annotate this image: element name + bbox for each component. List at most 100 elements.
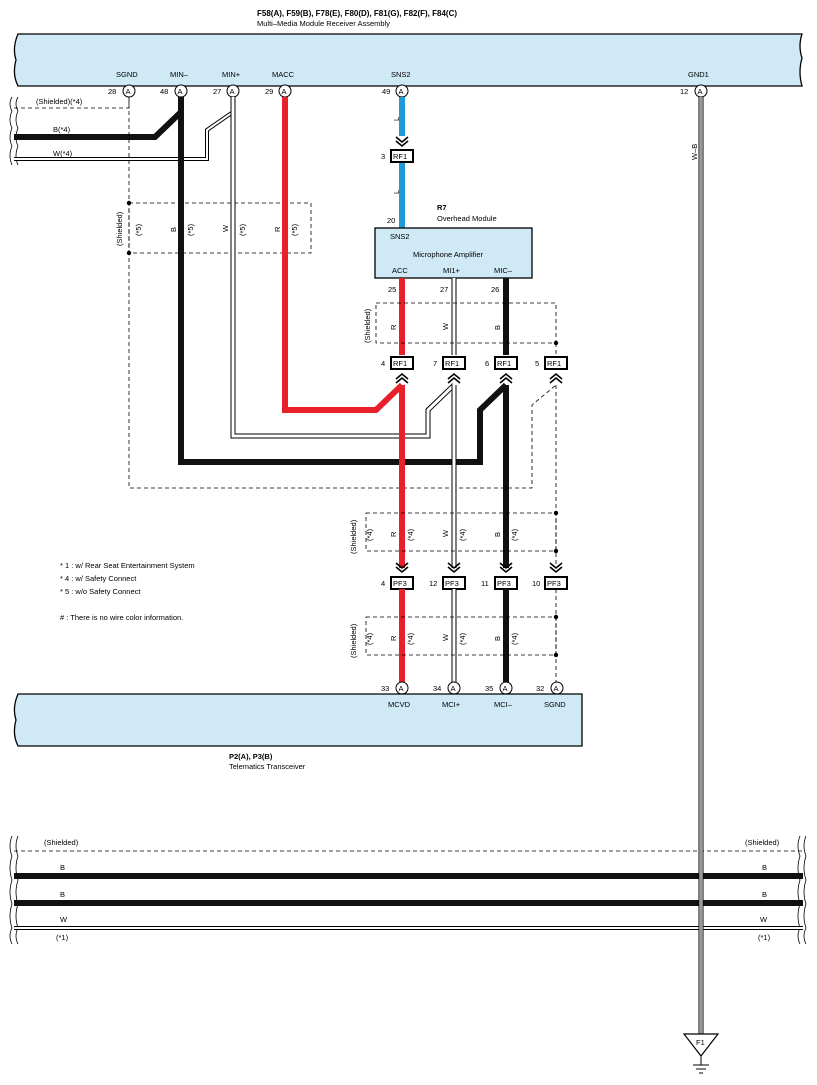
pin-num-12: 12 xyxy=(680,87,688,96)
pf3-label-11: PF3 xyxy=(497,579,511,588)
label-r-m: R xyxy=(389,531,398,537)
star4-l3: (*4) xyxy=(510,632,519,645)
bottom-star1-right: (*1) xyxy=(758,933,771,942)
svg-text:A: A xyxy=(126,87,131,96)
rf1-num-7: 7 xyxy=(433,359,437,368)
tel-label-mcvd: MCVD xyxy=(388,700,411,709)
svg-text:A: A xyxy=(282,87,287,96)
tel-label-mciplus: MCI+ xyxy=(442,700,461,709)
mic-amp-label: Microphone Amplifier xyxy=(413,250,484,259)
pin-num-27: 27 xyxy=(213,87,221,96)
label-l-2: L xyxy=(392,190,401,194)
tel-name: Telematics Transceiver xyxy=(229,762,306,771)
pin-label-gnd1: GND1 xyxy=(688,70,709,79)
ground-label: F1 xyxy=(696,1038,705,1047)
bottom-b1-right: B xyxy=(762,863,767,872)
wire-label-b4: B(*4) xyxy=(53,125,71,134)
note-hash: # : There is no wire color information. xyxy=(60,613,183,622)
receiver-box xyxy=(13,33,803,87)
shield-label-low: (Shielded) xyxy=(349,623,358,658)
pf3-num-4: 4 xyxy=(381,579,385,588)
rf1-label-3: RF1 xyxy=(393,152,407,161)
star5-2: (*5) xyxy=(186,223,195,236)
label-b-m: B xyxy=(493,532,502,537)
telematics-pins: 33 34 35 32 A A A A xyxy=(381,681,564,695)
bottom-b2-right: B xyxy=(762,890,767,899)
overhead-pin-27: 27 xyxy=(440,285,448,294)
label-w-oh: W xyxy=(441,322,450,330)
pin-label-sns2: SNS2 xyxy=(391,70,411,79)
bottom-w-left: W xyxy=(60,915,68,924)
pin-label-min-plus: MIN+ xyxy=(222,70,241,79)
wire-label-w4: W(*4) xyxy=(53,149,73,158)
shield-low: (Shielded) (*4) R (*4) W (*4) B (*4) xyxy=(349,614,559,658)
rf1-label-6: RF1 xyxy=(497,359,511,368)
rf1-num-4: 4 xyxy=(381,359,385,368)
rf1-row: RF1 RF1 RF1 RF1 4 7 6 5 xyxy=(381,356,568,384)
bottom-b2-left: B xyxy=(60,890,65,899)
pin-label-sgnd: SGND xyxy=(116,70,138,79)
wire-label-shielded-4: (Shielded)(*4) xyxy=(36,97,83,106)
star4-m1: (*4) xyxy=(406,528,415,541)
shield-label-left: (Shielded) xyxy=(115,211,124,246)
label-r-l: R xyxy=(389,635,398,641)
star4-m2: (*4) xyxy=(458,528,467,541)
pin-circle-49: A xyxy=(395,84,409,98)
label-w-left: W xyxy=(221,224,230,232)
pf3-label-4: PF3 xyxy=(393,579,407,588)
pf3-num-11: 11 xyxy=(481,579,489,588)
pin-num-28: 28 xyxy=(108,87,116,96)
label-l-1: L xyxy=(392,117,401,121)
rf1-num-5: 5 xyxy=(535,359,539,368)
pin-label-macc: MACC xyxy=(272,70,295,79)
bottom-shield-right: (Shielded) xyxy=(745,838,780,847)
pin-circle-12: A xyxy=(694,84,708,98)
star4-l0: (*4) xyxy=(365,632,374,645)
pin-num-29: 29 xyxy=(265,87,273,96)
label-b-l: B xyxy=(493,636,502,641)
svg-text:A: A xyxy=(399,684,404,693)
note-5: * 5 : w/o Safety Connect xyxy=(60,587,141,596)
shield-left-star5: (Shielded) (*5) B (*5) W (*5) R (*5) xyxy=(115,200,312,256)
svg-text:A: A xyxy=(399,87,404,96)
bottom-star1-left: (*1) xyxy=(56,933,69,942)
tel-connectors: P2(A), P3(B) xyxy=(229,752,273,761)
pin-num-49: 49 xyxy=(382,87,390,96)
star4-m0: (*4) xyxy=(365,528,374,541)
pin-circle-28: A xyxy=(122,84,136,98)
overhead-name: Overhead Module xyxy=(437,214,497,223)
label-w-m: W xyxy=(441,529,450,537)
receiver-assembly: F58(A), F59(B), F78(E), F80(D), F81(G), … xyxy=(13,9,803,87)
label-wb: W–B xyxy=(690,144,699,160)
star4-m3: (*4) xyxy=(510,528,519,541)
notes: * 1 : w/ Rear Seat Entertainment System … xyxy=(60,561,195,622)
svg-text:A: A xyxy=(698,87,703,96)
label-r-left: R xyxy=(273,226,282,232)
tel-num-33: 33 xyxy=(381,684,389,693)
wire-sns2: L L RF1 3 xyxy=(381,97,414,228)
receiver-connectors: F58(A), F59(B), F78(E), F80(D), F81(G), … xyxy=(257,9,457,18)
pin-circle-27: A xyxy=(226,84,240,98)
rf1-label-5: RF1 xyxy=(547,359,561,368)
pf3-num-12: 12 xyxy=(429,579,437,588)
bottom-b1-left: B xyxy=(60,863,65,872)
wire-macc xyxy=(282,97,405,413)
overhead-pin-20: 20 xyxy=(387,216,395,225)
svg-text:A: A xyxy=(451,684,456,693)
pin-circle-29: A xyxy=(278,84,292,98)
overhead-micminus: MIC– xyxy=(494,266,513,275)
telematics-transceiver: MCVD MCI+ MCI– SGND P2(A), P3(B) Telemat… xyxy=(13,693,583,771)
rf1-label-4: RF1 xyxy=(393,359,407,368)
pin-num-48: 48 xyxy=(160,87,168,96)
star5-1: (*5) xyxy=(134,223,143,236)
shield-label-overhead: (Shielded) xyxy=(363,308,372,343)
label-b-oh: B xyxy=(493,325,502,330)
svg-text:A: A xyxy=(178,87,183,96)
rf1-connector-3 xyxy=(390,149,414,163)
star5-4: (*5) xyxy=(290,223,299,236)
receiver-name: Multi–Media Module Receiver Assembly xyxy=(257,19,390,28)
left-top-wires: (Shielded)(*4) B(*4) W(*4) xyxy=(9,96,235,166)
svg-text:A: A xyxy=(503,684,508,693)
tel-label-sgnd: SGND xyxy=(544,700,566,709)
